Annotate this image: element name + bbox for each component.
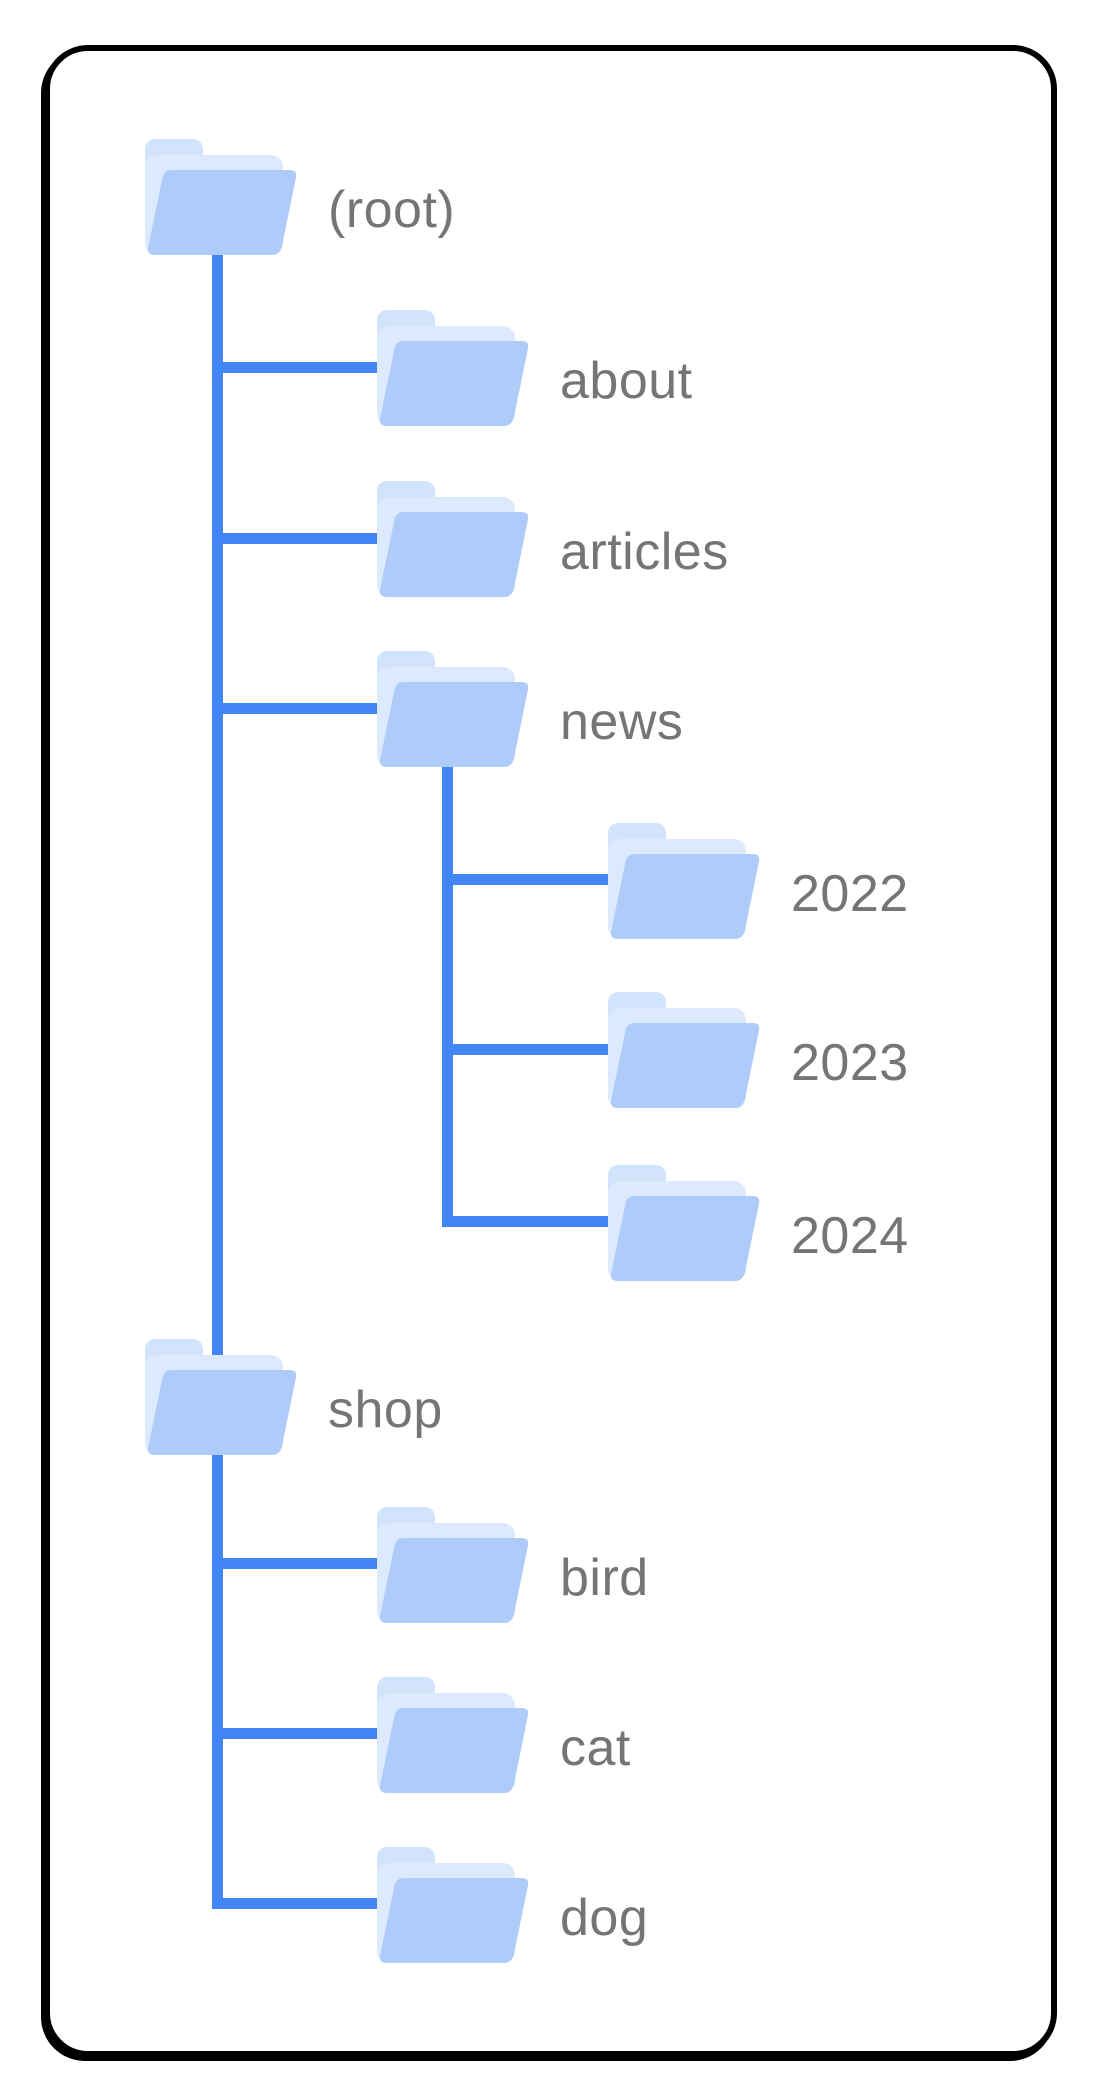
tree-node-news: news — [377, 651, 683, 767]
tree-node-2024: 2024 — [608, 1165, 909, 1281]
tree-node-bird: bird — [377, 1507, 649, 1623]
tree-node-2022: 2022 — [608, 823, 909, 939]
node-label: shop — [328, 1381, 443, 1439]
node-label: cat — [560, 1719, 631, 1777]
folder-icon — [608, 992, 760, 1108]
tree-node-cat: cat — [377, 1677, 631, 1793]
node-label: bird — [560, 1549, 649, 1607]
folder-icon — [377, 1847, 529, 1963]
folder-icon — [608, 1165, 760, 1281]
node-label: 2022 — [791, 865, 909, 923]
folder-icon — [377, 1677, 529, 1793]
connector-branch-about — [212, 362, 404, 373]
folder-icon — [377, 310, 529, 426]
folder-icon — [377, 1507, 529, 1623]
node-label: 2023 — [791, 1034, 909, 1092]
tree-node-root: (root) — [145, 139, 455, 255]
connector-branch-2023 — [442, 1044, 634, 1055]
connector-branch-dog — [212, 1898, 404, 1909]
folder-icon — [145, 139, 297, 255]
node-label: (root) — [328, 181, 456, 239]
connector-root-vertical-line — [212, 249, 223, 1909]
tree-node-about: about — [377, 310, 693, 426]
tree-node-dog: dog — [377, 1847, 648, 1963]
tree-node-2023: 2023 — [608, 992, 909, 1108]
tree-node-shop: shop — [145, 1339, 443, 1455]
diagram-card: (root) about articles news — [44, 45, 1057, 2057]
connector-branch-cat — [212, 1728, 404, 1739]
connector-branch-2022 — [442, 874, 634, 885]
connector-branch-articles — [212, 533, 404, 544]
connector-news-vertical-line — [442, 761, 453, 1227]
folder-icon — [145, 1339, 297, 1455]
tree-node-articles: articles — [377, 481, 729, 597]
node-label: about — [560, 352, 693, 410]
folder-icon — [377, 481, 529, 597]
node-label: news — [560, 693, 684, 751]
node-label: dog — [560, 1889, 649, 1947]
connector-branch-bird — [212, 1558, 404, 1569]
folder-icon — [608, 823, 760, 939]
folder-icon — [377, 651, 529, 767]
connector-branch-news — [212, 703, 404, 714]
node-label: articles — [560, 523, 729, 581]
node-label: 2024 — [791, 1207, 909, 1265]
connector-branch-2024 — [442, 1216, 634, 1227]
